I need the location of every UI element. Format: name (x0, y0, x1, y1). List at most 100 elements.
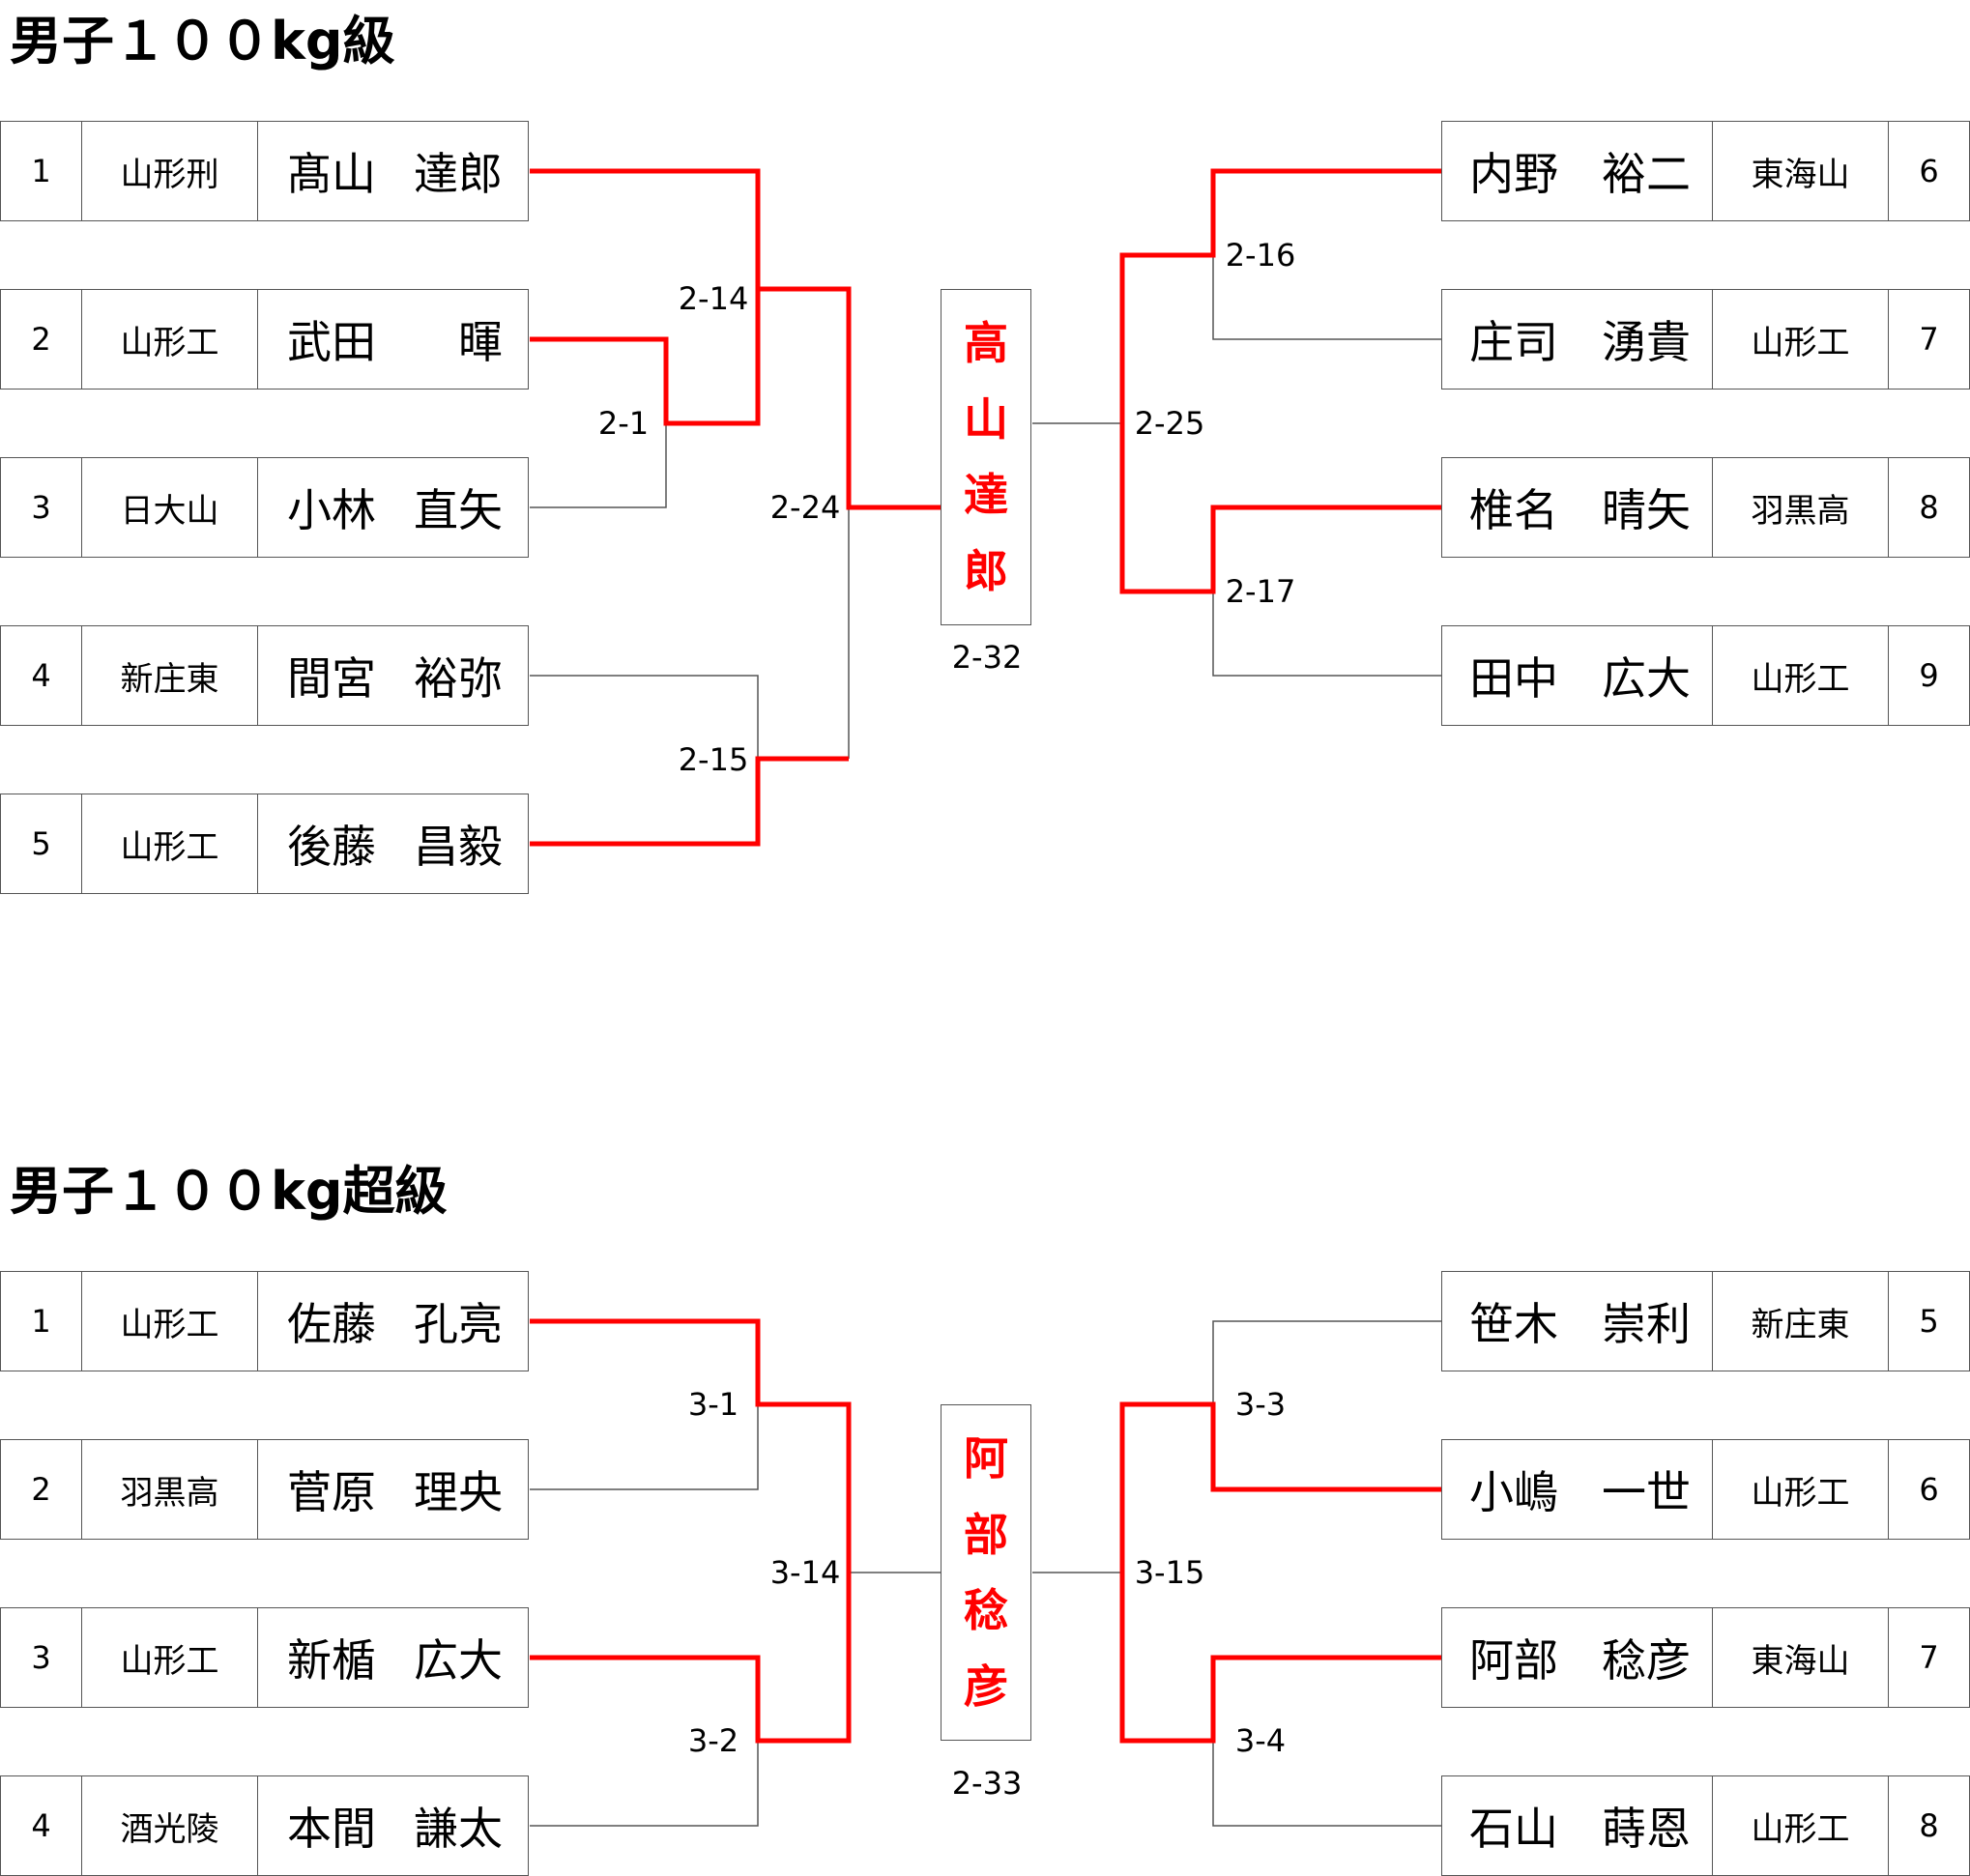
seed-number: 7 (1919, 321, 1939, 358)
family-name: 新楯 (287, 1634, 376, 1687)
competitor-name: 田中広大 (1442, 626, 1712, 725)
match-number: 2-32 (949, 639, 1025, 676)
match-number: 2-33 (949, 1765, 1025, 1802)
given-name: 稔彦 (1602, 1634, 1691, 1687)
seed-number: 2 (31, 321, 51, 358)
competitor-row: 3 山形工 新楯広大 (0, 1607, 529, 1708)
seed-number: 5 (1919, 1303, 1939, 1340)
match-number: 3-3 (1232, 1386, 1289, 1423)
champion-char: 達 (964, 469, 1008, 522)
school-name: 羽黒高 (1712, 458, 1889, 557)
champion-char: 山 (964, 392, 1008, 446)
competitor-name: 小嶋一世 (1442, 1440, 1712, 1539)
school-name: 山形工 (1712, 1776, 1889, 1875)
seed-number: 2 (31, 1471, 51, 1508)
competitor-row: 5 山形工 後藤昌毅 (0, 794, 529, 894)
given-name: 裕二 (1602, 148, 1691, 200)
competitor-name: 髙山達郎 (258, 122, 528, 220)
champion-char: 郎 (964, 544, 1008, 597)
competitor-row: 庄司湧貴 山形工 7 (1441, 289, 1970, 390)
family-name: 石山 (1469, 1803, 1558, 1855)
match-number: 3-4 (1232, 1722, 1289, 1759)
match-number: 3-14 (768, 1554, 843, 1591)
seed-number: 7 (1919, 1639, 1939, 1676)
champion-char: 部 (964, 1508, 1008, 1561)
competitor-row: 4 酒光陵 本間謙太 (0, 1775, 529, 1876)
school-name: 山形工 (1712, 290, 1889, 389)
competitor-name: 武田 暉 (258, 290, 528, 389)
family-name: 椎名 (1469, 484, 1558, 536)
given-name: 達郎 (414, 148, 503, 200)
competitor-name: 本間謙太 (258, 1776, 528, 1875)
champion-char: 稔 (964, 1584, 1008, 1637)
competitor-name: 新楯広大 (258, 1608, 528, 1707)
family-name: 後藤 (287, 821, 376, 873)
match-number: 3-2 (685, 1722, 741, 1759)
champion-box: 阿 部 稔 彦 (941, 1404, 1031, 1741)
family-name: 内野 (1469, 148, 1558, 200)
family-name: 田中 (1469, 652, 1558, 705)
competitor-name: 小林直矢 (258, 458, 528, 557)
school-name: 山形工 (81, 290, 258, 389)
champion-char: 彦 (964, 1660, 1008, 1713)
family-name: 笹木 (1469, 1298, 1558, 1350)
champion-box: 高 山 達 郎 (941, 289, 1031, 625)
bracket-title: 男子１００kg超級 (10, 1161, 448, 1222)
winner-lines (530, 1318, 1441, 1744)
champion-char: 高 (964, 317, 1008, 370)
match-number: 3-15 (1132, 1554, 1207, 1591)
family-name: 菅原 (287, 1466, 376, 1518)
given-name: 昌毅 (414, 821, 503, 873)
competitor-name: 佐藤孔亮 (258, 1272, 528, 1371)
winner-lines (530, 168, 1441, 847)
given-name: 広大 (414, 1634, 503, 1687)
given-name: 崇利 (1602, 1298, 1691, 1350)
competitor-name: 後藤昌毅 (258, 794, 528, 893)
competitor-row: 椎名晴矢 羽黒高 8 (1441, 457, 1970, 558)
school-name: 新庄東 (81, 626, 258, 725)
family-name: 佐藤 (287, 1298, 376, 1350)
seed-number: 6 (1919, 1471, 1939, 1508)
seed-number: 3 (31, 489, 51, 526)
match-number: 2-16 (1223, 237, 1298, 274)
competitor-row: 3 日大山 小林直矢 (0, 457, 529, 558)
bracket-title: 男子１００kg級 (10, 11, 395, 72)
match-number: 2-15 (676, 741, 751, 778)
match-number: 2-24 (768, 489, 843, 526)
family-name: 武田 (287, 316, 376, 368)
competitor-row: 1 山形工 佐藤孔亮 (0, 1271, 529, 1371)
given-name: 晴矢 (1602, 484, 1691, 536)
family-name: 庄司 (1469, 316, 1558, 368)
competitor-name: 笹木崇利 (1442, 1272, 1712, 1371)
given-name: 暉 (458, 316, 503, 368)
seed-number: 4 (31, 657, 51, 694)
match-number: 2-14 (676, 280, 751, 317)
given-name: 広大 (1602, 652, 1691, 705)
seed-number: 8 (1919, 489, 1939, 526)
competitor-row: 4 新庄東 間宮裕弥 (0, 625, 529, 726)
competitor-name: 間宮裕弥 (258, 626, 528, 725)
competitor-row: 2 羽黒高 菅原理央 (0, 1439, 529, 1540)
school-name: 山形工 (1712, 1440, 1889, 1539)
competitor-row: 1 山形刑 髙山達郎 (0, 121, 529, 221)
seed-number: 1 (31, 1303, 51, 1340)
school-name: 東海山 (1712, 1608, 1889, 1707)
competitor-row: 内野裕二 東海山 6 (1441, 121, 1970, 221)
match-number: 2-1 (595, 405, 652, 442)
competitor-row: 笹木崇利 新庄東 5 (1441, 1271, 1970, 1371)
competitor-row: 2 山形工 武田 暉 (0, 289, 529, 390)
seed-number: 8 (1919, 1807, 1939, 1844)
given-name: 理央 (414, 1466, 503, 1518)
school-name: 山形工 (81, 1272, 258, 1371)
competitor-name: 阿部稔彦 (1442, 1608, 1712, 1707)
school-name: 東海山 (1712, 122, 1889, 220)
school-name: 山形工 (81, 1608, 258, 1707)
match-number: 2-25 (1132, 405, 1207, 442)
school-name: 山形工 (81, 794, 258, 893)
family-name: 小嶋 (1469, 1466, 1558, 1518)
match-number: 3-1 (685, 1386, 741, 1423)
match-number: 2-17 (1223, 573, 1298, 610)
family-name: 小林 (287, 484, 376, 536)
competitor-name: 内野裕二 (1442, 122, 1712, 220)
competitor-name: 菅原理央 (258, 1440, 528, 1539)
